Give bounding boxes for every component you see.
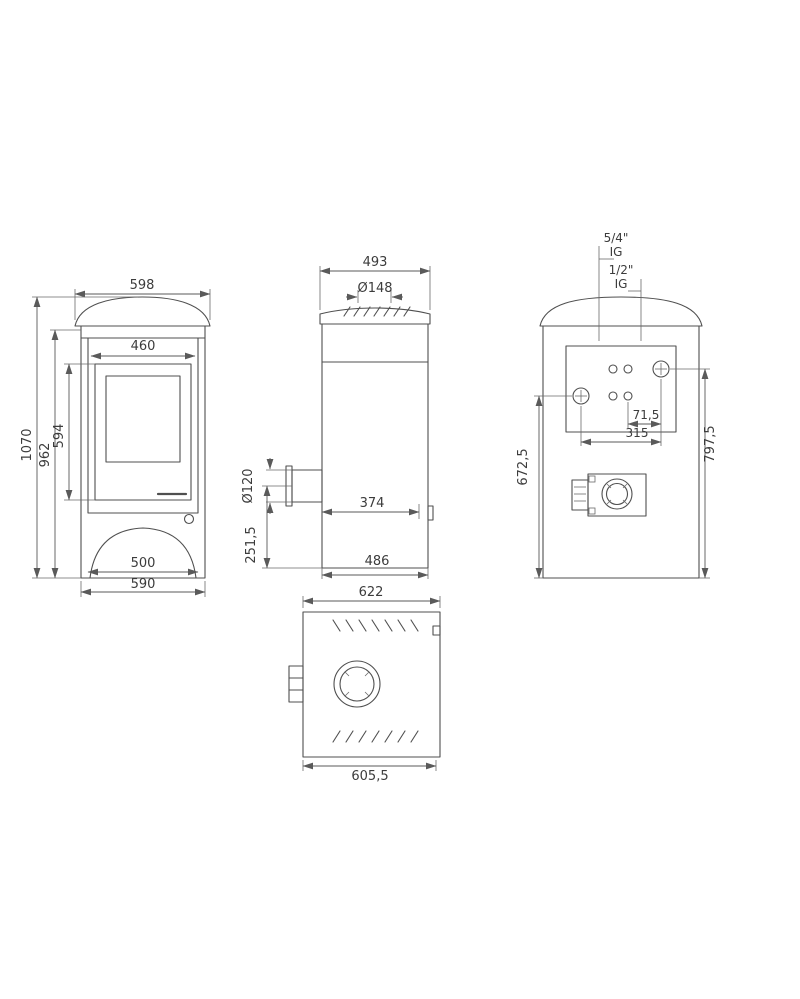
side-front-handle <box>427 505 434 521</box>
dim-side-rear-flue-diameter: Ø120 <box>241 468 256 503</box>
side-rear-flue-stub <box>291 469 323 503</box>
dim-rear-connection-height-right: 797,5 <box>703 425 718 462</box>
front-door <box>94 363 192 501</box>
rear-sensor-connection <box>623 364 633 374</box>
dim-side-bottom-depth: 486 <box>365 554 390 569</box>
dim-front-total-height: 1070 <box>20 428 35 461</box>
top-left-bracket <box>288 665 304 703</box>
dim-side-rear-flue-height: 251,5 <box>244 526 259 563</box>
front-body <box>80 325 206 579</box>
dim-side-depth: 493 <box>363 255 388 270</box>
front-door-glass <box>105 375 181 463</box>
dim-side-inner-depth: 374 <box>360 496 385 511</box>
top-body <box>302 611 441 758</box>
rear-terminal-box <box>571 479 589 511</box>
top-view-outline <box>288 611 441 758</box>
brand-logo-mark <box>183 513 195 525</box>
rear-sensor-connection <box>623 391 633 401</box>
rear-view-outline <box>539 296 703 579</box>
side-view-outline <box>285 306 434 569</box>
front-lid <box>74 296 211 327</box>
dim-top-width: 622 <box>359 585 384 600</box>
rear-view-dimensions: 5/4" IG 1/2" IG 71,5 315 672,5 797,5 <box>516 231 718 579</box>
rear-boiler-connection-left <box>572 387 590 405</box>
rear-connection-panel <box>565 345 677 433</box>
top-front-hatch <box>332 619 419 632</box>
dim-side-flue-top-diameter: Ø148 <box>357 281 392 296</box>
dim-top-bottom-width: 605,5 <box>351 769 388 784</box>
rear-body <box>542 325 700 579</box>
dim-rear-connection-height-left: 672,5 <box>516 448 531 485</box>
rear-boiler-connection-right <box>652 360 670 378</box>
side-flue-hatch <box>343 306 411 317</box>
top-right-tab <box>432 625 441 636</box>
front-view-outline <box>74 296 211 579</box>
dim-front-door-height: 594 <box>52 424 67 449</box>
label-boiler-connection-thread: IG <box>610 245 623 259</box>
top-flue-collar <box>333 660 381 708</box>
rear-sensor-connection <box>608 391 618 401</box>
side-body <box>321 323 429 569</box>
dim-front-door-width: 460 <box>131 339 156 354</box>
label-boiler-connection-size: 5/4" <box>604 231 629 245</box>
side-lid <box>319 307 431 325</box>
side-view-dimensions: 493 Ø148 Ø120 374 486 251,5 <box>241 255 431 579</box>
dim-rear-connection-spacing: 315 <box>626 426 649 440</box>
front-door-frame <box>87 337 199 514</box>
dim-front-bottom-width: 590 <box>131 577 156 592</box>
dim-rear-connection-offset: 71,5 <box>633 408 660 422</box>
rear-fan-assembly <box>571 473 647 517</box>
top-view-dimensions: 622 605,5 <box>302 585 441 784</box>
label-sensor-connection-thread: IG <box>615 277 628 291</box>
dim-front-base-width: 500 <box>131 556 156 571</box>
top-rear-hatch <box>332 730 419 743</box>
front-base-arch <box>89 527 197 579</box>
rear-lid <box>539 296 703 327</box>
label-sensor-connection-size: 1/2" <box>609 263 634 277</box>
dim-front-top-width: 598 <box>130 278 155 293</box>
front-view-dimensions: 598 460 1070 962 594 500 590 <box>20 278 211 597</box>
dim-front-body-height: 962 <box>38 443 53 468</box>
rear-sensor-connection <box>608 364 618 374</box>
